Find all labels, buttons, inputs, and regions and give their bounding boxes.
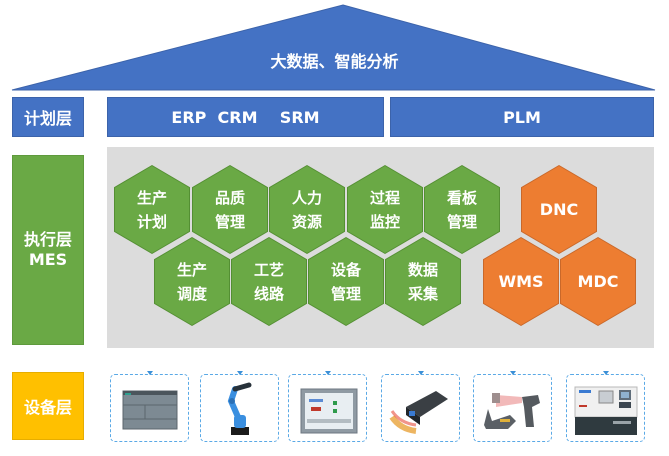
hex-label-line2: 调度 bbox=[176, 284, 207, 303]
hex-label: MDC bbox=[577, 271, 619, 291]
device-hmi-panel bbox=[288, 371, 367, 442]
hex-label-line2: 管理 bbox=[214, 212, 245, 231]
roof-triangle bbox=[11, 4, 656, 91]
hex-label-line1: 品质 bbox=[214, 188, 245, 207]
hex-label-line1: 过程 bbox=[369, 188, 400, 207]
hex-label-line1: 数据 bbox=[407, 260, 438, 279]
hex-equipment-management: 设备 管理 bbox=[309, 238, 383, 325]
equipment-layer-label: 设备层 bbox=[12, 372, 84, 440]
hex-label-line1: 设备 bbox=[330, 260, 361, 279]
plc-icon bbox=[122, 390, 178, 430]
hex-label-line2: 计划 bbox=[136, 212, 167, 231]
execution-layer-label-line2: MES bbox=[28, 250, 68, 269]
execution-layer-label: 执行层 MES bbox=[12, 155, 84, 345]
device-rfid-reader bbox=[381, 371, 460, 442]
hex-label-line2: 管理 bbox=[446, 212, 477, 231]
hex-label-line2: 资源 bbox=[291, 212, 322, 231]
execution-layer-label-line1: 执行层 bbox=[23, 230, 72, 249]
connector-pin-icon bbox=[418, 371, 424, 375]
hmi-touch-panel-icon bbox=[300, 388, 358, 434]
plm-box: PLM bbox=[390, 97, 654, 137]
device-cnc-machine bbox=[566, 371, 645, 442]
robot-arm-icon bbox=[227, 382, 252, 435]
big-data-analytics-title: 大数据、智能分析 bbox=[270, 52, 399, 71]
planning-layer-label: 计划层 bbox=[12, 97, 84, 137]
rfid-reader-icon bbox=[389, 391, 448, 434]
hex-label: WMS bbox=[498, 271, 544, 291]
connector-pin-icon bbox=[147, 371, 153, 375]
erp-crm-srm-box: ERP CRM SRM bbox=[107, 97, 384, 137]
connector-pin-icon bbox=[603, 371, 609, 375]
device-robot-arm bbox=[200, 371, 279, 442]
connector-pin-icon bbox=[237, 371, 243, 375]
hex-label-line1: 生产 bbox=[136, 188, 167, 207]
hex-label: DNC bbox=[539, 199, 579, 219]
hex-label-line1: 工艺 bbox=[253, 260, 284, 279]
barcode-scanner-icon bbox=[484, 393, 540, 429]
hex-human-resources: 人力 资源 bbox=[270, 166, 344, 253]
device-plc bbox=[110, 371, 189, 442]
hex-label-line2: 采集 bbox=[407, 284, 438, 303]
hex-label-line1: 看板 bbox=[446, 188, 477, 207]
hex-label-line2: 线路 bbox=[253, 284, 284, 303]
connector-pin-icon bbox=[325, 371, 331, 375]
hex-label-line2: 管理 bbox=[330, 284, 361, 303]
hex-label-line2: 监控 bbox=[369, 212, 400, 231]
hex-label-line1: 人力 bbox=[291, 188, 322, 207]
cnc-machine-icon bbox=[574, 386, 638, 435]
hex-label-line1: 生产 bbox=[176, 260, 207, 279]
hex-data-collection: 数据 采集 bbox=[386, 238, 460, 325]
hex-kanban-management: 看板 管理 bbox=[425, 166, 499, 253]
device-barcode-scanner bbox=[473, 371, 552, 442]
hex-process-monitoring: 过程 监控 bbox=[348, 166, 422, 253]
connector-pin-icon bbox=[510, 371, 516, 375]
